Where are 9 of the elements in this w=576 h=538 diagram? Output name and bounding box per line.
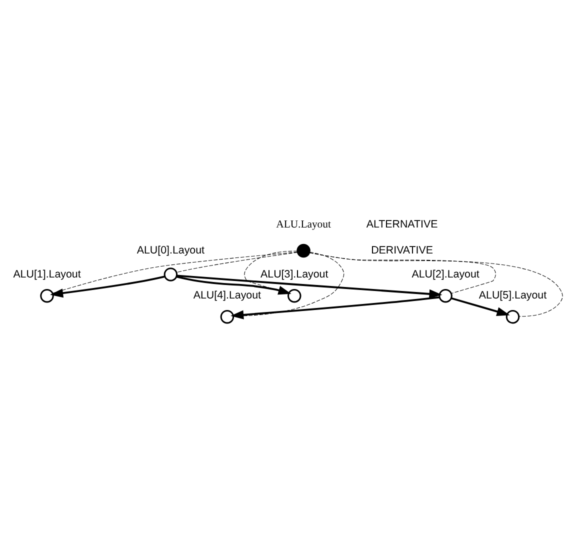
label: ALTERNATIVE bbox=[366, 218, 438, 230]
node-label: ALU[4].Layout bbox=[193, 289, 262, 302]
node-label: ALU[1].Layout bbox=[13, 268, 81, 280]
node-label: ALU[0].Layout bbox=[136, 244, 205, 256]
node-label: ALU[5].Layout bbox=[478, 289, 547, 302]
label: DERIVATIVE bbox=[371, 244, 433, 256]
node-label: ALU[3].Layout bbox=[260, 268, 328, 280]
node-label: ALU.Layout bbox=[276, 218, 331, 230]
node-label: ALU[2].Layout bbox=[412, 268, 480, 280]
